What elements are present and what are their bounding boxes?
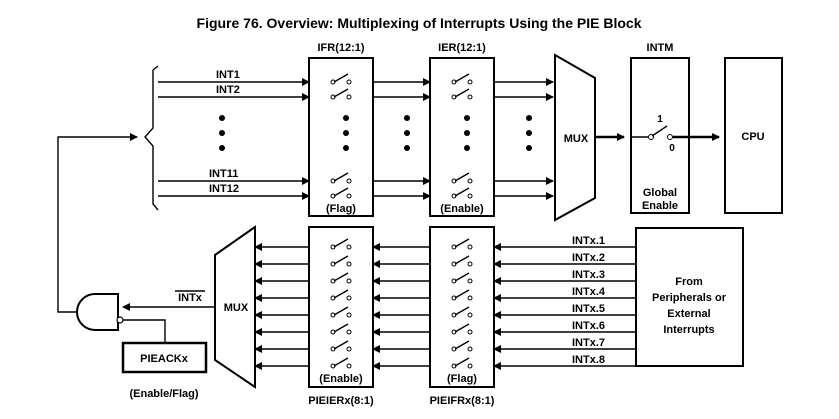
- cpu-label: CPU: [741, 131, 764, 143]
- bottom-mux-label: MUX: [224, 302, 249, 314]
- top-mux-label: MUX: [564, 133, 589, 145]
- int2-label: INT2: [216, 84, 240, 96]
- pieifr-footer: (Flag): [447, 373, 477, 385]
- int12-label: INT12: [209, 183, 239, 195]
- and-gate-inverter: [116, 316, 124, 324]
- peripherals-line1: From: [675, 276, 703, 288]
- intx1-label: INTx.1: [572, 235, 605, 247]
- pieifr-caption: PIEIFRx(8:1): [430, 395, 495, 407]
- ifr-block: [308, 57, 374, 217]
- pieack-line: [123, 319, 166, 343]
- pieifr-block: [429, 226, 495, 388]
- intx5-label: INTx.5: [572, 303, 605, 315]
- bottom-mux: [214, 225, 256, 389]
- input-brace: [144, 65, 159, 211]
- intm-block: [630, 57, 690, 214]
- int11-label: INT11: [209, 168, 238, 180]
- bottom-signal-lines: [254, 243, 636, 370]
- peripherals-line3: External: [667, 308, 710, 320]
- figure-title: Figure 76. Overview: Multiplexing of Int…: [197, 15, 642, 31]
- ifr-header: IFR(12:1): [317, 42, 364, 54]
- ier-block: [429, 57, 495, 217]
- intx8-label: INTx.8: [572, 354, 605, 366]
- ifr-footer: (Flag): [326, 203, 356, 215]
- intm-footer-enable: Enable: [642, 200, 678, 212]
- cpu-block: [724, 57, 783, 214]
- pieier-block: [308, 226, 374, 388]
- pieier-caption: PIEIERx(8:1): [308, 395, 374, 407]
- peripherals-block: [635, 227, 744, 367]
- top-signal-lines: [158, 78, 554, 200]
- intm-switch-out: [667, 134, 673, 140]
- pieackx-label: PIEACKx: [140, 353, 189, 365]
- and-gate: [76, 293, 119, 331]
- bottom-switches: [330, 238, 473, 369]
- intm-switch-off-label: 0: [669, 143, 675, 154]
- intx4-label: INTx.4: [572, 286, 606, 298]
- intx-label: INTx: [178, 292, 203, 304]
- intm-switch-arm: [651, 125, 668, 137]
- intx2-label: INTx.2: [572, 252, 605, 264]
- pieier-footer: (Enable): [319, 373, 363, 385]
- ier-header: IER(12:1): [438, 42, 486, 54]
- peripherals-line4: Interrupts: [663, 324, 714, 336]
- ier-footer: (Enable): [440, 203, 484, 215]
- intm-footer-global: Global: [643, 187, 677, 199]
- intm-header: INTM: [647, 42, 674, 54]
- pieackx-caption: (Enable/Flag): [129, 388, 198, 400]
- pieackx-block: [121, 341, 208, 374]
- intm-switch-on-label: 1: [657, 114, 663, 125]
- intx3-label: INTx.3: [572, 269, 605, 281]
- top-switches: [330, 73, 473, 199]
- intx6-label: INTx.6: [572, 320, 605, 332]
- intx7-label: INTx.7: [572, 337, 605, 349]
- top-ellipsis-dots: [219, 115, 532, 151]
- int1-label: INT1: [216, 69, 240, 81]
- top-mux: [554, 53, 596, 222]
- peripherals-line2: Peripherals or: [652, 292, 727, 304]
- feedback-line: [57, 133, 138, 313]
